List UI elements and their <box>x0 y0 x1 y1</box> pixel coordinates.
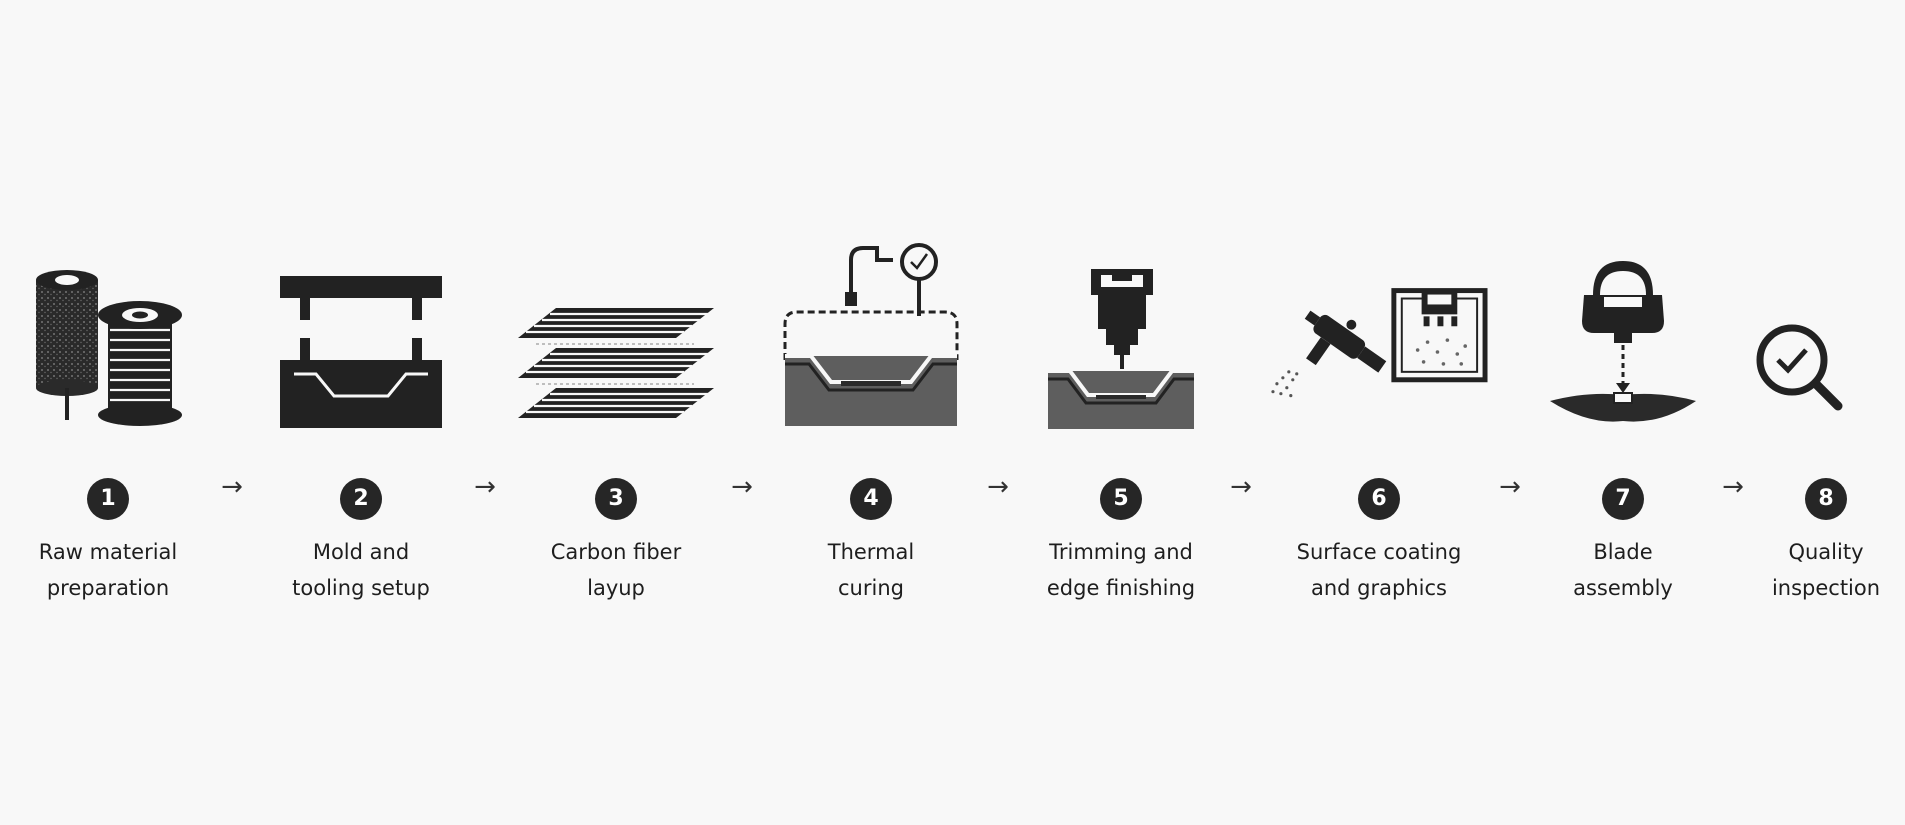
spray-gun-booth-icon <box>1269 250 1489 430</box>
press-mold-icon <box>251 250 471 430</box>
step-label: Thermal curing <box>827 540 915 600</box>
autoclave-gauge-icon <box>761 243 981 430</box>
step-number-badge: 2 <box>340 478 382 520</box>
step-3: 3 Carbon fiber layup <box>506 250 726 606</box>
step-number-badge: 8 <box>1805 478 1847 520</box>
spools-icon <box>0 250 218 430</box>
fiber-layers-icon <box>506 250 726 430</box>
flow-arrow: → <box>474 472 496 502</box>
step-label: Raw material preparation <box>38 540 178 600</box>
step-label: Carbon fiber layup <box>550 540 682 600</box>
step-number-badge: 6 <box>1358 478 1400 520</box>
step-label: Quality inspection <box>1771 540 1881 600</box>
step-label: Surface coating and graphics <box>1296 540 1462 600</box>
step-label: Trimming and edge finishing <box>1046 540 1196 600</box>
step-7: 7 Blade assembly <box>1513 250 1733 606</box>
cnc-router-icon <box>1011 250 1231 430</box>
step-number-badge: 3 <box>595 478 637 520</box>
flow-arrow: → <box>731 472 753 502</box>
step-label: Blade assembly <box>1573 540 1673 600</box>
step-1: 1 Raw material preparation <box>0 250 218 606</box>
blade-holder-icon <box>1513 250 1733 430</box>
magnifier-check-icon <box>1716 250 1905 430</box>
step-number-badge: 4 <box>850 478 892 520</box>
step-number-badge: 5 <box>1100 478 1142 520</box>
step-number-badge: 7 <box>1602 478 1644 520</box>
step-label: Mold and tooling setup <box>292 540 430 600</box>
step-6: 6 Surface coating and graphics <box>1269 250 1489 606</box>
flow-arrow: → <box>221 472 243 502</box>
flow-arrow: → <box>1499 472 1521 502</box>
flow-arrow: → <box>1722 472 1744 502</box>
step-2: 2 Mold and tooling setup <box>251 250 471 606</box>
flow-arrow: → <box>1230 472 1252 502</box>
step-4: 4 Thermal curing <box>761 243 981 606</box>
flow-arrow: → <box>987 472 1009 502</box>
step-5: 5 Trimming and edge finishing <box>1011 250 1231 606</box>
step-number-badge: 1 <box>87 478 129 520</box>
step-8: 8 Quality inspection <box>1716 250 1905 606</box>
